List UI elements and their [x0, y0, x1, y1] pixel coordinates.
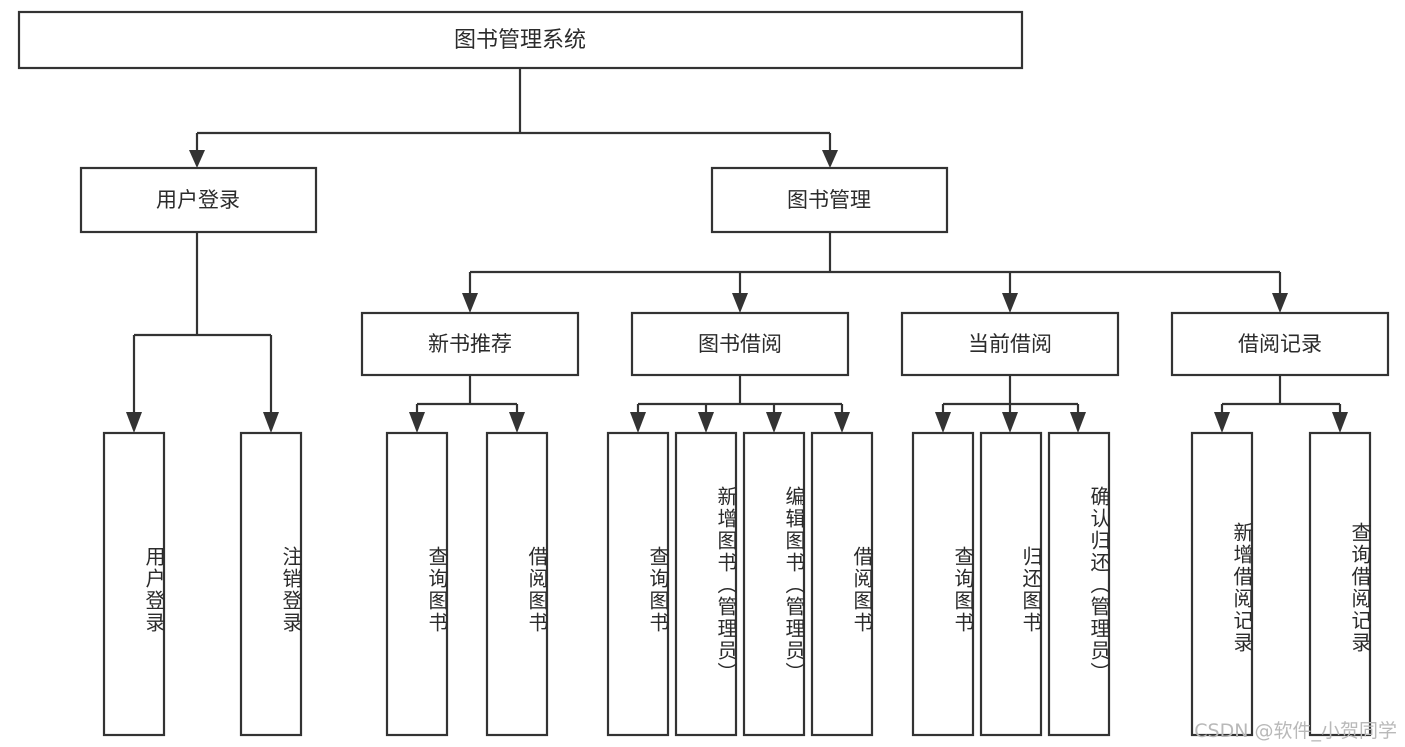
leaf-rect-currentborrow-2[interactable] [979, 431, 1043, 737]
node-layer: 图书管理系统 用户登录 图书管理 新书推荐 图书借阅 [17, 10, 1390, 737]
arrow-head-leaf-newbook-1 [409, 412, 425, 433]
node-borrow-record[interactable]: 借阅记录 [1170, 311, 1390, 377]
node-book-borrow-rect[interactable] [630, 311, 850, 377]
arrow-head-user-login [189, 150, 205, 168]
node-book-management[interactable]: 图书管理 [710, 166, 949, 234]
leaf-rect-user-login-2[interactable] [239, 431, 303, 737]
node-root[interactable]: 图书管理系统 [17, 10, 1024, 70]
node-current-borrow[interactable]: 当前借阅 [900, 311, 1120, 377]
arrow-head-leaf-bookborrow-3 [766, 412, 782, 433]
arrow-head-leaf-user-login-1 [126, 412, 142, 433]
leaf-rect-currentborrow-1[interactable] [911, 431, 975, 737]
node-book-borrow-label: 图书借阅 [698, 332, 782, 356]
arrow-head-leaf-currentborrow-3 [1070, 412, 1086, 433]
node-user-login-label: 用户登录 [156, 188, 240, 212]
leaf-rect-borrowrecord-1[interactable] [1190, 431, 1254, 737]
arrow-head-leaf-newbook-2 [509, 412, 525, 433]
node-user-login-rect[interactable] [79, 166, 318, 234]
node-user-login[interactable]: 用户登录 [79, 166, 318, 234]
leaf-rect-user-login-1[interactable] [102, 431, 166, 737]
arrow-head-book-mgmt [822, 150, 838, 168]
leaf-rect-currentborrow-3[interactable] [1047, 431, 1111, 737]
arrow-head-leaf-bookborrow-4 [834, 412, 850, 433]
node-new-book-recommend-label: 新书推荐 [428, 332, 512, 356]
arrow-head-new-book [462, 293, 478, 313]
leaf-rect-borrowrecord-2[interactable] [1308, 431, 1372, 737]
node-book-borrow[interactable]: 图书借阅 [630, 311, 850, 377]
node-current-borrow-rect[interactable] [900, 311, 1120, 377]
leaf-rect-bookborrow-1[interactable] [606, 431, 670, 737]
node-borrow-record-rect[interactable] [1170, 311, 1390, 377]
leaf-rect-bookborrow-4[interactable] [810, 431, 874, 737]
arrow-head-leaf-currentborrow-1 [935, 412, 951, 433]
leaf-rect-newbook-2[interactable] [485, 431, 549, 737]
node-book-management-rect[interactable] [710, 166, 949, 234]
node-borrow-record-label: 借阅记录 [1238, 332, 1322, 356]
node-root-label: 图书管理系统 [454, 28, 586, 53]
arrow-head-leaf-user-login-2 [263, 412, 279, 433]
arrow-head-current-borrow [1002, 293, 1018, 313]
leaf-rect-newbook-1[interactable] [385, 431, 449, 737]
arrow-head-leaf-bookborrow-1 [630, 412, 646, 433]
node-root-rect[interactable] [17, 10, 1024, 70]
arrow-head-leaf-borrowrecord-1 [1214, 412, 1230, 433]
node-new-book-recommend[interactable]: 新书推荐 [360, 311, 580, 377]
arrow-head-borrow-record [1272, 293, 1288, 313]
node-current-borrow-label: 当前借阅 [968, 332, 1052, 356]
leaf-rect-bookborrow-2[interactable] [674, 431, 738, 737]
arrow-head-leaf-currentborrow-2 [1002, 412, 1018, 433]
arrow-head-leaf-borrowrecord-2 [1332, 412, 1348, 433]
node-book-management-label: 图书管理 [787, 188, 871, 212]
arrow-head-book-borrow [732, 293, 748, 313]
csdn-watermark: CSDN @软件_小贺同学 [1194, 720, 1397, 742]
connector-layer [126, 68, 1348, 433]
node-new-book-recommend-rect[interactable] [360, 311, 580, 377]
leaf-rect-bookborrow-3[interactable] [742, 431, 806, 737]
arrow-head-leaf-bookborrow-2 [698, 412, 714, 433]
